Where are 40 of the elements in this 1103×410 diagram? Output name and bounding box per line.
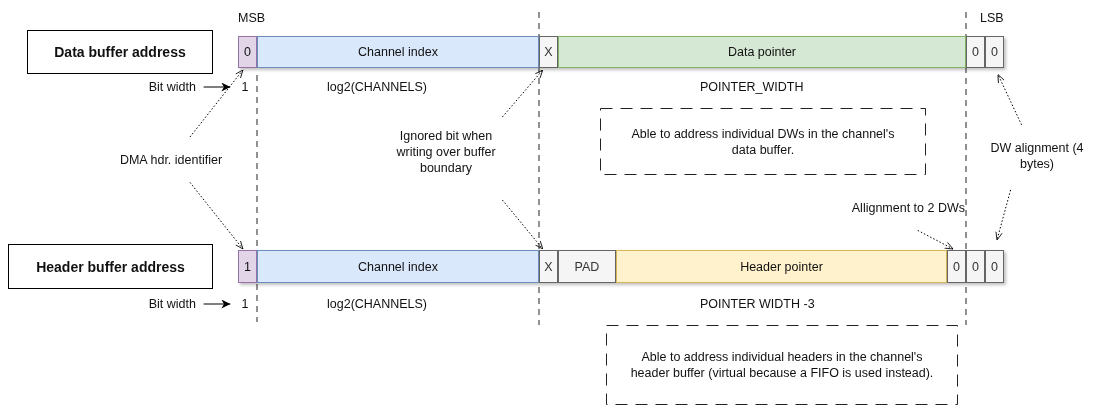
- bit-field: 0: [985, 36, 1004, 68]
- bit-field: PAD: [558, 250, 616, 283]
- bit-field: 0: [966, 250, 985, 283]
- bit-field: X: [539, 250, 558, 283]
- note-box: Able to address individual headers in the channel's header buffer (virtual because a FIFO is used instead).: [606, 325, 958, 405]
- bit-field: 0: [238, 36, 257, 68]
- bit-order-label: LSB: [980, 10, 1004, 26]
- leader-line: [997, 73, 1023, 126]
- annotation-text: Allignment to 2 DWs: [790, 200, 965, 216]
- annotation-text: Bit width: [120, 79, 196, 95]
- arrow: [203, 82, 231, 92]
- bit-field: 1: [238, 250, 257, 283]
- note-box: Able to address individual DWs in the channel's data buffer.: [600, 108, 926, 175]
- field-width-label: POINTER WIDTH -3: [700, 296, 815, 312]
- bit-field: 0: [985, 250, 1004, 283]
- bit-field: 0: [947, 250, 966, 283]
- field-width-label: log2(CHANNELS): [327, 296, 428, 312]
- bit-field: Channel index: [257, 36, 539, 68]
- bit-field: Channel index: [257, 250, 539, 283]
- annotation-text: 1: [238, 79, 252, 95]
- leader-line: [189, 69, 244, 138]
- leader-line: [501, 199, 544, 250]
- title-box: Header buffer address: [8, 244, 213, 289]
- title-box: Data buffer address: [27, 30, 213, 74]
- bit-order-label: MSB: [238, 10, 266, 26]
- arrow: [203, 299, 231, 309]
- field-width-label: POINTER_WIDTH: [700, 79, 804, 95]
- bit-field: Data pointer: [558, 36, 966, 68]
- annotation-text: DMA hdr. identifier: [92, 152, 250, 168]
- bit-field: 0: [966, 36, 985, 68]
- annotation-text: Ignored bit when writing over buffer boundary: [386, 128, 506, 176]
- annotation-text: DW alignment (4 bytes): [982, 140, 1092, 172]
- field-width-label: log2(CHANNELS): [327, 79, 428, 95]
- annotation-text: 1: [238, 296, 252, 312]
- leader-line: [189, 181, 244, 250]
- bit-field: Header pointer: [616, 250, 947, 283]
- leader-line: [501, 69, 544, 118]
- annotation-text: Bit width: [120, 296, 196, 312]
- leader-line: [995, 189, 1012, 241]
- bit-field: X: [539, 36, 558, 68]
